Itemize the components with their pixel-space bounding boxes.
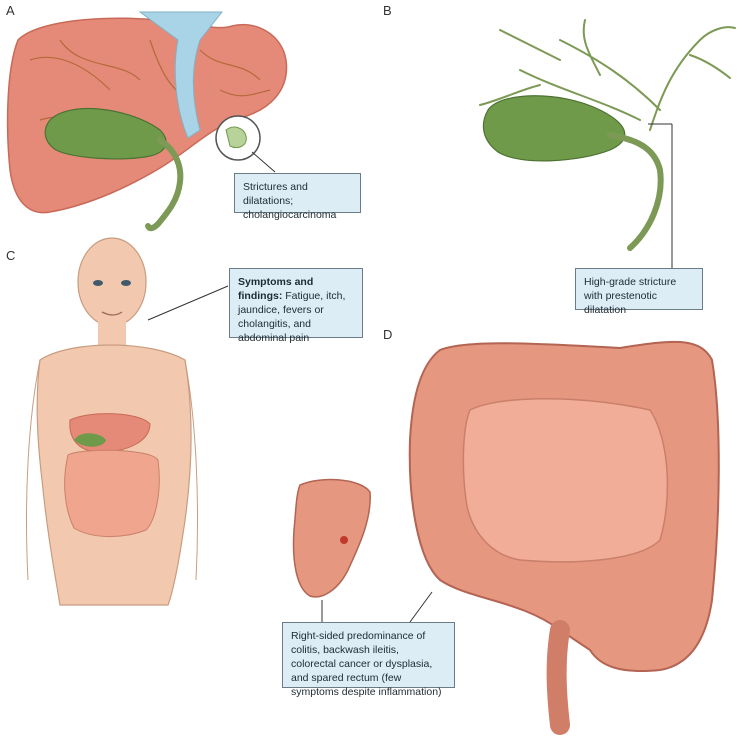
panel-label-b: B	[383, 3, 392, 18]
magnified-duct	[225, 126, 247, 149]
biliary-tree	[479, 19, 736, 131]
panel-label-a: A	[6, 3, 15, 18]
gallbladder-a	[44, 107, 167, 160]
callout-b: High-grade stricture with prestenotic di…	[575, 268, 703, 316]
colon-segment-inset	[292, 478, 371, 598]
gallbladder-b	[482, 95, 626, 162]
common-bile-duct-a	[145, 137, 184, 232]
falciform-ligament	[138, 11, 224, 139]
callout-c-body: Fatigue, itch, jaundice, fevers or chola…	[238, 290, 346, 344]
intestines-c	[64, 449, 160, 538]
callout-line-a	[251, 151, 276, 173]
callout-line-d-right	[409, 591, 433, 623]
callout-c-heading: Symptoms and findings:	[238, 276, 314, 302]
common-bile-duct-b	[607, 132, 664, 251]
rectum	[546, 620, 570, 735]
callout-c: Symptoms and findings: Fatigue, itch, ja…	[229, 268, 363, 344]
panel-label-c: C	[6, 248, 16, 263]
callout-d: Right-sided predominance of colitis, bac…	[282, 622, 455, 698]
inflammation-spot	[340, 536, 348, 544]
small-intestine	[462, 398, 669, 563]
panel-label-d: D	[383, 327, 393, 342]
callout-line-c	[147, 285, 229, 321]
gallbladder-c	[74, 433, 106, 447]
callout-a: Strictures and dilatations; cholangiocar…	[234, 173, 361, 221]
